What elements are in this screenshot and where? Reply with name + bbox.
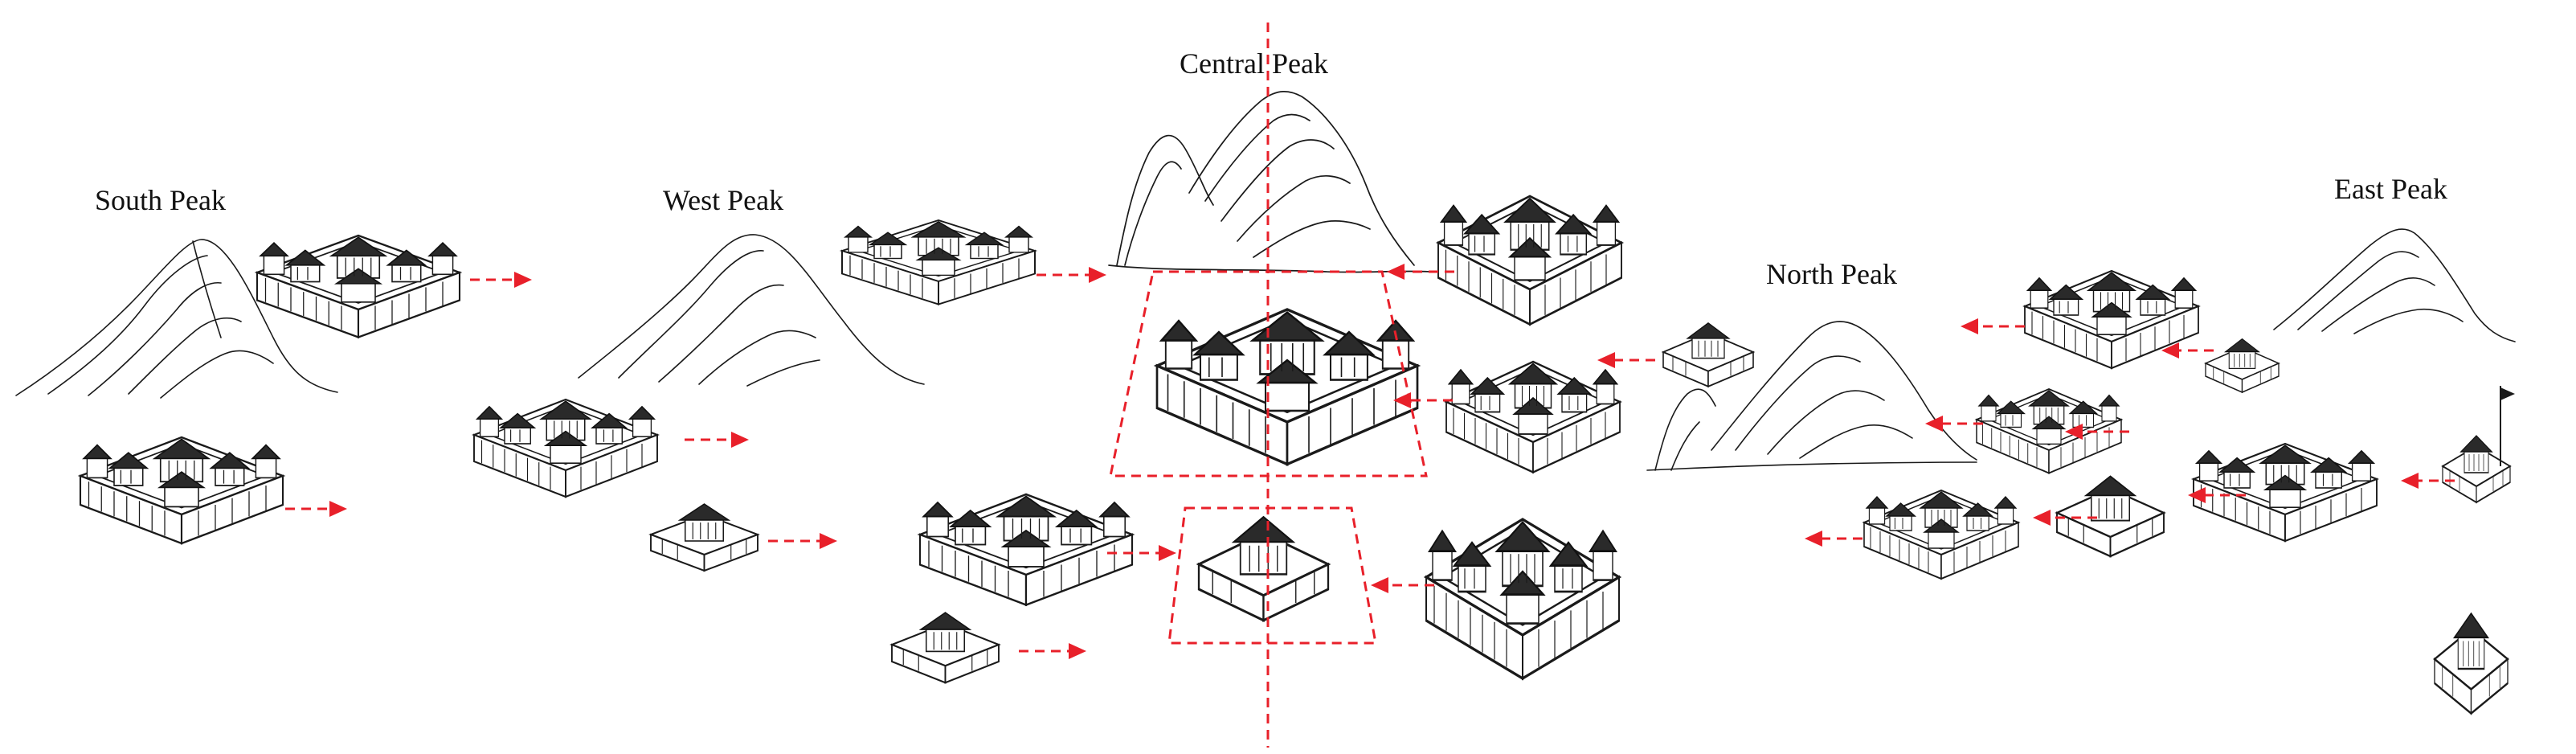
east-peak-label: East Peak [2334, 173, 2447, 205]
flag-icon [2500, 386, 2515, 466]
arrows [285, 264, 2455, 659]
arrow-east-3-icon [1925, 416, 1983, 432]
east-pavilion-1-icon [2205, 338, 2280, 393]
central-lower-frame [1167, 506, 1377, 645]
east-temple-3-icon [2192, 442, 2378, 543]
east-pavilion-2-icon [2055, 475, 2165, 558]
central-peak-label: Central Peak [1180, 47, 1328, 80]
arrow-west-1-icon [1037, 267, 1106, 283]
south-temple-1-icon [256, 234, 461, 338]
west-peak-label: West Peak [663, 184, 784, 216]
central-left-temple-icon [918, 493, 1134, 606]
west-pavilion-icon [650, 503, 758, 572]
arrow-west-3-icon [768, 533, 837, 549]
south-peak-label: South Peak [95, 184, 227, 216]
arrow-central-right-1-icon [1387, 264, 1454, 280]
arrow-central-left-2-icon [1019, 643, 1086, 659]
arrow-central-left-1-icon [1107, 545, 1176, 561]
central-lower-temple-icon [1197, 515, 1330, 622]
arrow-east-5-icon [2188, 487, 2246, 503]
central-main-frame [1109, 270, 1428, 477]
arrow-east-1-icon [1961, 318, 2025, 334]
west-temple-2-icon [472, 398, 659, 498]
west-peak-mountain-icon [578, 234, 925, 387]
central-main-temple-icon [1155, 308, 1419, 466]
north-peak-label: North Peak [1766, 258, 1897, 290]
arrow-south-2-icon [285, 501, 347, 517]
arrow-east-7-icon [2033, 510, 2097, 526]
arrow-east-8-icon [1805, 531, 1862, 547]
east-pavilion-4-icon [2433, 612, 2509, 715]
central-right-temple-1-icon [1437, 195, 1623, 326]
north-pavilion-icon [1662, 322, 1754, 387]
arrow-west-2-icon [685, 432, 749, 448]
south-temple-2-icon [79, 436, 284, 545]
arrow-central-right-3-icon [1371, 577, 1434, 593]
east-temple-4-icon [1863, 490, 2019, 580]
arrow-east-4-icon [2065, 424, 2129, 440]
arrow-north-icon [1597, 352, 1655, 368]
east-peak-mountain-icon [2273, 228, 2516, 342]
arrow-east-2-icon [2161, 342, 2214, 359]
central-right-temple-3-icon [1425, 518, 1621, 680]
central-peak-mountain-icon [1108, 91, 1431, 273]
arrow-central-right-2-icon [1393, 392, 1453, 408]
central-right-temple-2-icon [1445, 360, 1621, 473]
south-peak-mountain-icon [15, 239, 338, 399]
arrow-east-6-icon [2401, 473, 2455, 489]
east-temple-2-icon [1976, 388, 2122, 474]
arrow-south-1-icon [470, 272, 532, 288]
west-temple-1-icon [841, 219, 1036, 305]
central-left-pavilion-icon [890, 612, 1000, 684]
